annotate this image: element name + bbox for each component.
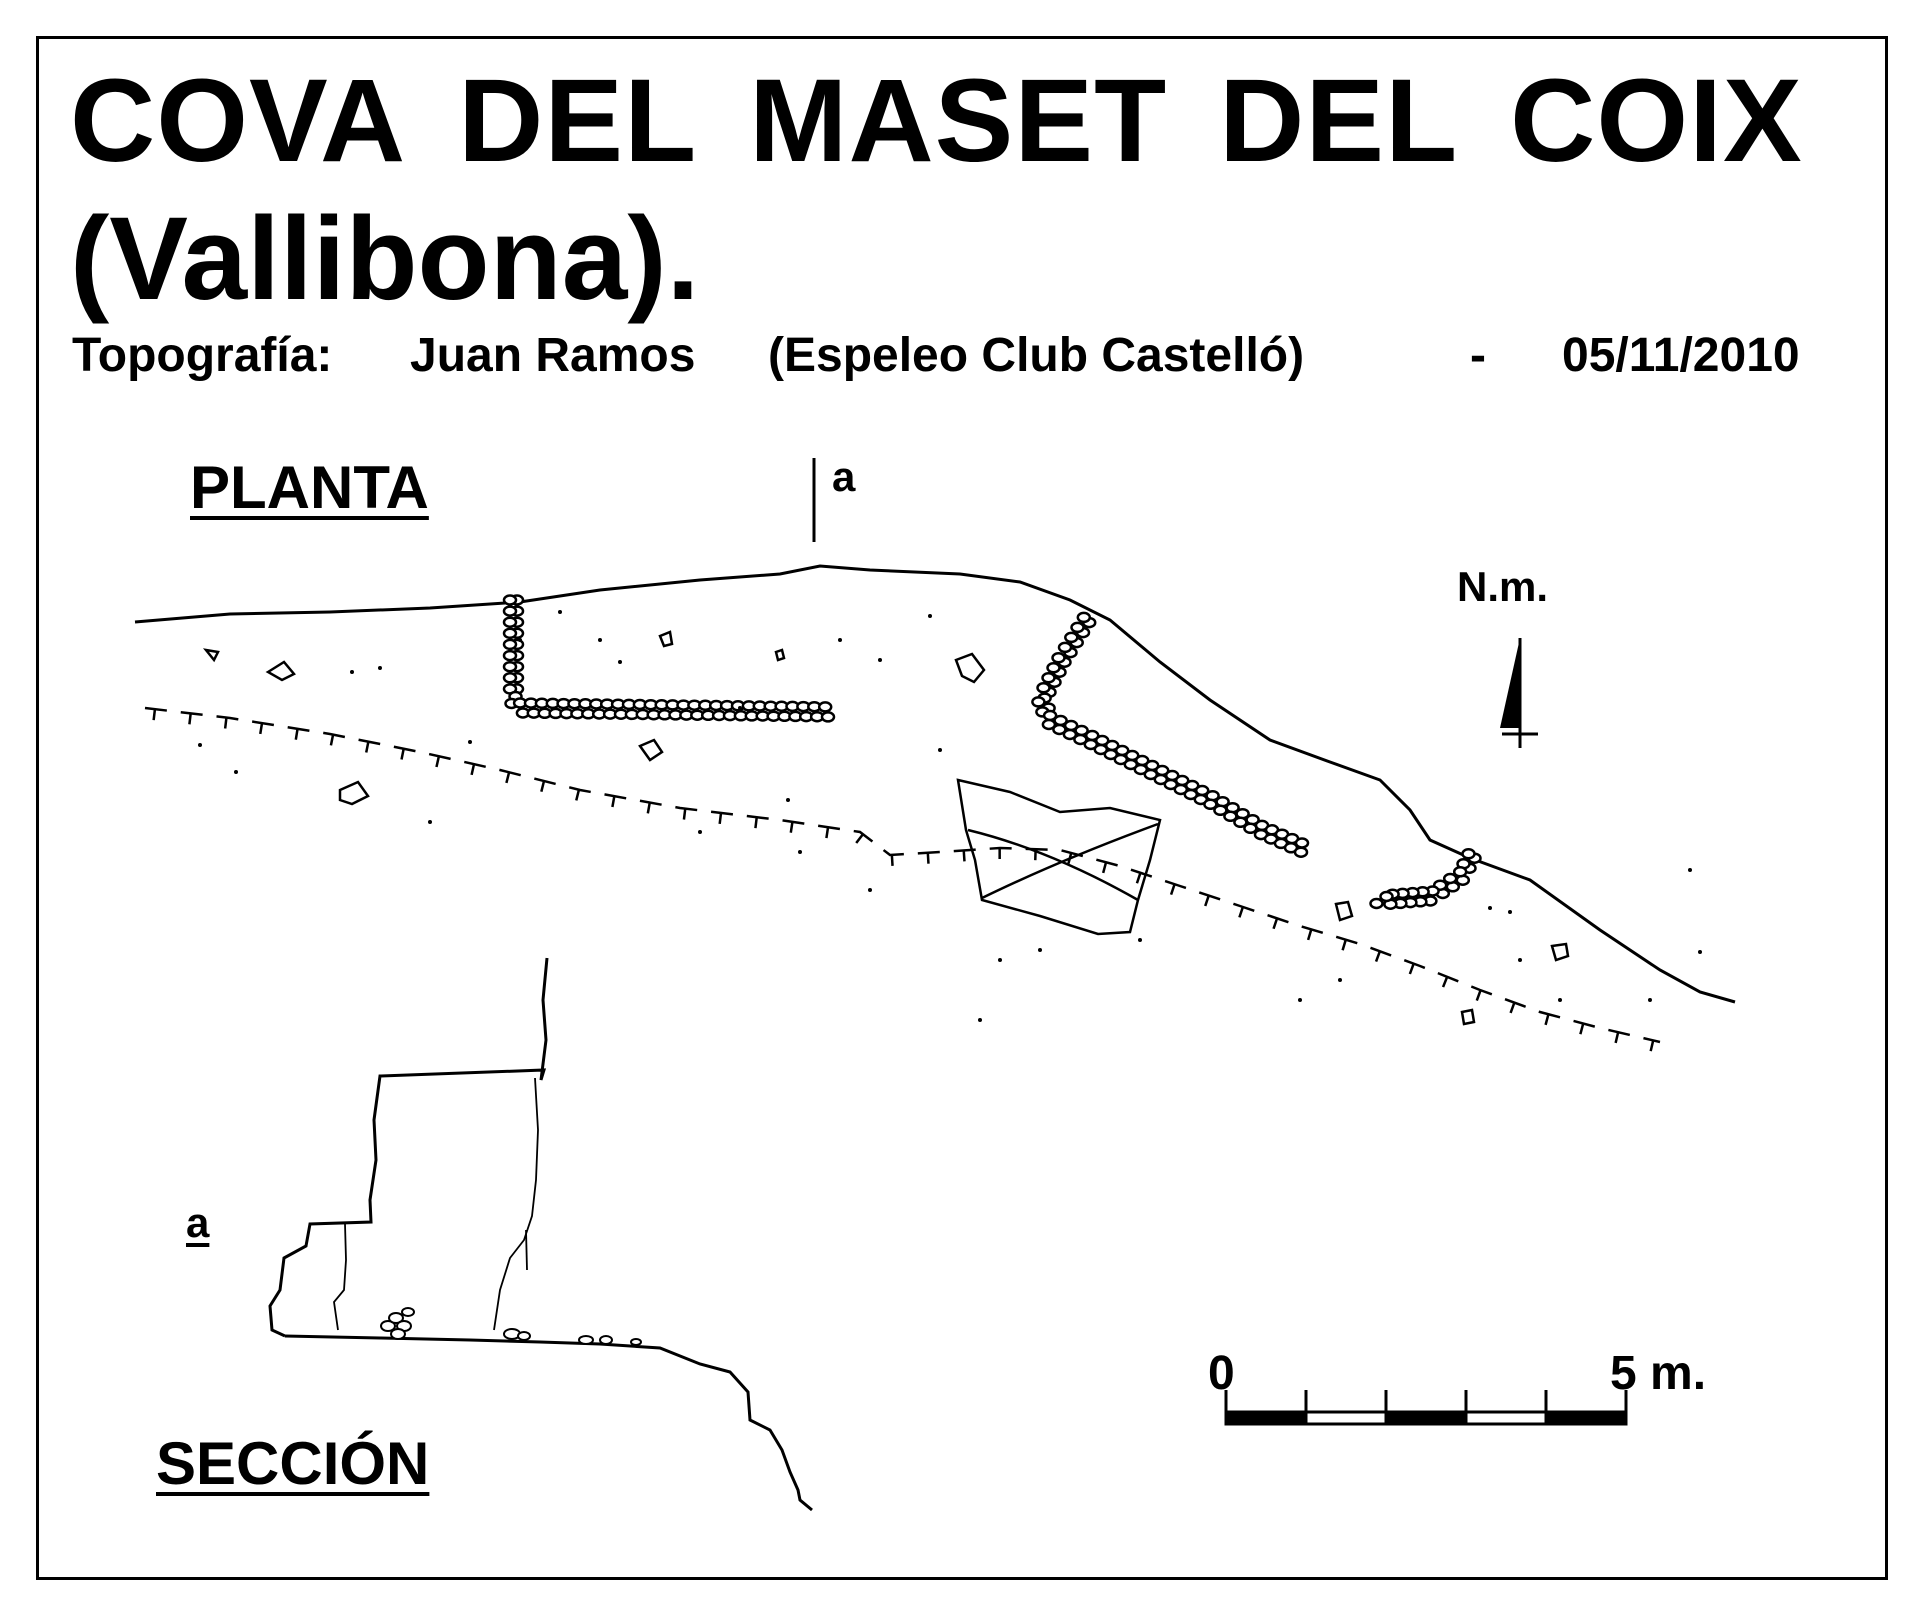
wall-stone <box>502 649 518 662</box>
wall-stone <box>1294 837 1310 849</box>
wall-stone <box>1051 652 1066 664</box>
scale-segment <box>1384 1410 1468 1426</box>
scale-segment <box>1224 1410 1308 1426</box>
plan-pit <box>956 778 1162 936</box>
section-mark: a <box>186 1199 210 1246</box>
title-word-5: COIX <box>1510 55 1803 187</box>
wall-stone <box>502 605 518 617</box>
wall-stone <box>1093 743 1109 756</box>
title-word-3: MASET <box>749 55 1168 187</box>
plan-blocks <box>202 630 1570 1026</box>
wall-stone <box>502 638 518 651</box>
section-cracks <box>333 1077 539 1331</box>
credit-author: Juan Ramos <box>410 329 696 382</box>
wall-stone <box>1113 753 1129 766</box>
wall-stone <box>1442 872 1458 885</box>
wall-stone <box>502 672 518 684</box>
wall-stone <box>502 616 518 628</box>
wall-stone <box>1461 848 1476 860</box>
survey-title-line2: (Vallibona). <box>70 193 700 325</box>
wall-stone <box>1163 778 1179 791</box>
title-word-4: DEL <box>1219 55 1459 187</box>
wall-stone <box>1062 728 1078 741</box>
wall-stone <box>1452 866 1468 878</box>
plan-heading: PLANTA <box>190 454 429 521</box>
plan-pebbles <box>198 610 1702 1022</box>
plan-dripline <box>144 706 1661 1052</box>
north-label: N.m. <box>1457 563 1549 610</box>
wall-stone <box>1057 641 1073 654</box>
wall-stone <box>1183 788 1199 801</box>
wall-stone <box>1133 763 1149 776</box>
scale-start-label: 0 <box>1208 1347 1235 1400</box>
north-arrow-icon <box>1500 638 1538 748</box>
wall-stone <box>1143 768 1159 781</box>
wall-stone <box>1173 783 1189 796</box>
plan-stone-walls <box>502 594 1482 910</box>
wall-stone <box>1036 682 1051 694</box>
wall-stone <box>502 660 518 673</box>
credit-label: Topografía: <box>72 329 333 382</box>
plan-section-mark: a <box>832 453 856 500</box>
section-profile <box>268 957 813 1512</box>
credit-club: (Espeleo Club Castelló) <box>768 329 1305 382</box>
wall-stone <box>502 594 518 606</box>
wall-stone <box>820 711 836 723</box>
scale-segment <box>1464 1410 1548 1426</box>
wall-stone <box>1243 822 1258 835</box>
wall-stone <box>817 701 833 713</box>
wall-stone <box>1041 672 1056 684</box>
wall-stone <box>1073 733 1088 746</box>
wall-stone <box>1103 748 1119 761</box>
wall-stone <box>1369 897 1384 910</box>
section-heading: SECCIÓN <box>156 1430 430 1497</box>
wall-stone <box>1293 846 1309 858</box>
credit-separator: - <box>1470 329 1486 382</box>
wall-stone <box>1041 718 1057 731</box>
plan-cave-wall <box>134 564 1736 1004</box>
scale-segment <box>1304 1410 1388 1426</box>
wall-stone <box>1046 662 1061 674</box>
wall-stone <box>1123 758 1139 771</box>
wall-stone <box>1064 631 1079 644</box>
wall-stone <box>1052 723 1067 736</box>
wall-stone <box>1153 773 1169 786</box>
section-floor-stones <box>380 1307 642 1346</box>
title-word-1: COVA <box>70 55 407 187</box>
wall-stone <box>1070 621 1085 634</box>
wall-stone <box>502 627 518 640</box>
title-word-2: DEL <box>458 55 698 187</box>
wall-stone <box>1083 738 1099 751</box>
wall-stone <box>1031 696 1046 708</box>
scale-segment <box>1544 1410 1628 1426</box>
wall-stone <box>1076 611 1092 624</box>
scale-bar <box>1224 1390 1628 1426</box>
scale-end-label: 5 m. <box>1610 1347 1707 1400</box>
credit-date: 05/11/2010 <box>1562 329 1800 382</box>
wall-stone <box>1379 890 1394 903</box>
drawing-frame <box>36 36 1888 1580</box>
